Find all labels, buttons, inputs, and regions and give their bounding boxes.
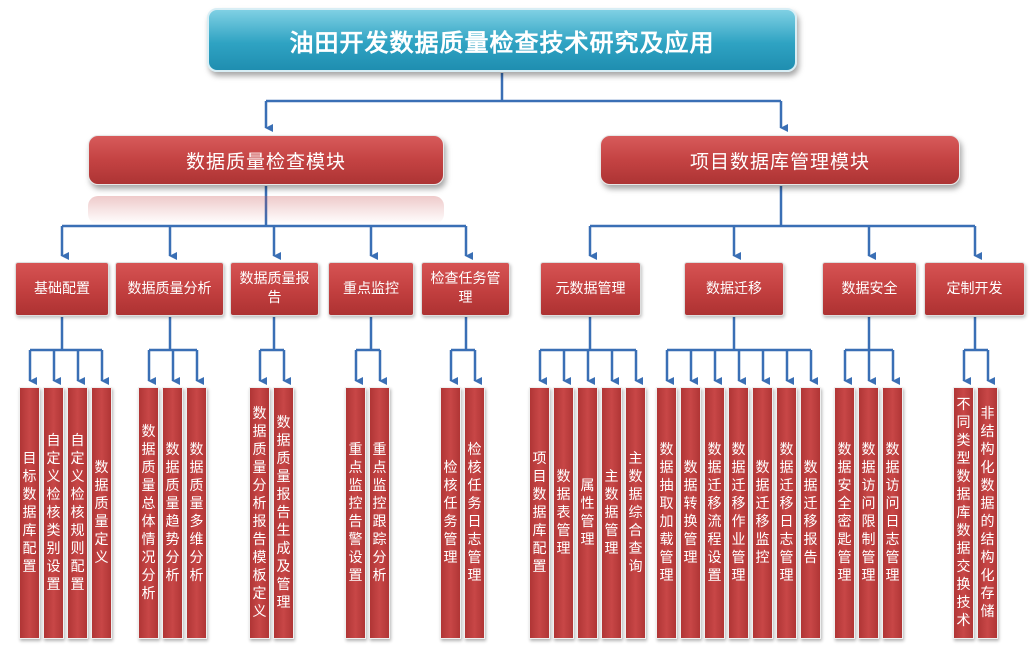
module-project-database-management: 项目数据库管理模块 [600,135,960,185]
submodule-custom-development: 定制开发 [924,262,1025,316]
leaf-item: 数据质量多维分析 [186,387,207,639]
leaf-item: 重点监控告警设置 [345,387,366,639]
leaf-item: 主数据综合查询 [625,387,646,639]
leaf-item: 数据访问日志管理 [882,387,903,639]
leaf-item: 数据迁移监控 [752,387,773,639]
submodule-data-migration: 数据迁移 [684,262,784,316]
leaf-item: 数据安全密匙管理 [834,387,855,639]
root-title: 油田开发数据质量检查技术研究及应用 [207,8,797,72]
leaf-item: 主数据管理 [601,387,622,639]
leaf-item: 检核任务管理 [440,387,461,639]
leaf-item: 非结构化数据的结构化存储 [977,387,998,639]
submodule-data-security: 数据安全 [822,262,917,316]
leaf-item: 重点监控跟踪分析 [369,387,390,639]
leaf-item: 不同类型数据库数据交换技术 [953,387,974,639]
submodule-metadata-management: 元数据管理 [540,262,641,316]
leaf-item: 数据访问限制管理 [858,387,879,639]
module-data-quality-check: 数据质量检查模块 [88,135,444,185]
leaf-item: 数据质量总体情况分析 [138,387,159,639]
leaf-item: 数据抽取加载管理 [656,387,677,639]
submodule-quality-report: 数据质量报告 [230,262,319,316]
leaf-item: 数据质量报告生成及管理 [273,387,294,639]
leaf-item: 数据转换管理 [680,387,701,639]
submodule-key-monitoring: 重点监控 [328,262,414,316]
submodule-check-task-management: 检查任务管理 [421,262,510,316]
leaf-item: 检核任务日志管理 [464,387,485,639]
leaf-item: 目标数据库配置 [19,387,40,639]
module-reflection [88,196,444,224]
leaf-item: 数据质量分析报告模板定义 [249,387,270,639]
leaf-item: 数据迁移日志管理 [776,387,797,639]
leaf-item: 项目数据库配置 [529,387,550,639]
leaf-item: 属性管理 [577,387,598,639]
leaf-item: 自定义检核类别设置 [43,387,64,639]
leaf-item: 数据迁移报告 [800,387,821,639]
leaf-item: 数据迁移流程设置 [704,387,725,639]
leaf-item: 数据质量趋势分析 [162,387,183,639]
leaf-item: 数据迁移作业管理 [728,387,749,639]
submodule-basic-config: 基础配置 [15,262,109,316]
leaf-item: 自定义检核规则配置 [67,387,88,639]
leaf-item: 数据质量定义 [91,387,112,639]
submodule-quality-analysis: 数据质量分析 [115,262,224,316]
leaf-item: 数据表管理 [553,387,574,639]
